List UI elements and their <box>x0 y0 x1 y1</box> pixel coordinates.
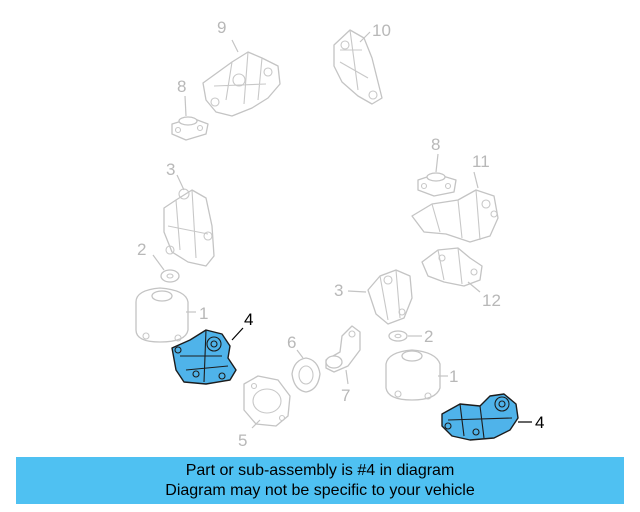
part-3-bracket-left <box>163 188 215 267</box>
callout-4-right: 4 <box>535 413 544 432</box>
part-8-mount-right <box>417 172 457 197</box>
callout-10: 10 <box>372 21 391 40</box>
part-8-mount-left <box>171 116 209 141</box>
callout-5: 5 <box>238 431 247 450</box>
callout-3-right: 3 <box>334 281 343 300</box>
callout-2-left: 2 <box>137 240 146 259</box>
part-4-mount-highlighted-left[interactable] <box>171 329 237 385</box>
part-2-washer-right <box>388 330 408 342</box>
part-10-bracket <box>333 29 383 105</box>
callout-9: 9 <box>217 18 226 37</box>
part-12-bracket <box>421 247 483 287</box>
info-banner: Part or sub-assembly is #4 in diagram Di… <box>16 457 624 504</box>
callout-1-left: 1 <box>199 304 208 323</box>
part-5-plate <box>243 375 291 427</box>
callout-7: 7 <box>341 386 350 405</box>
part-1-mount-right <box>385 349 441 401</box>
callout-4-left: 4 <box>244 310 253 329</box>
part-11-bracket <box>411 189 499 243</box>
banner-line-1: Part or sub-assembly is #4 in diagram <box>185 461 455 479</box>
part-6-round-mount <box>291 357 321 393</box>
part-4-mount-highlighted-right[interactable] <box>441 393 519 441</box>
callout-8-right: 8 <box>431 135 440 154</box>
callout-1-right: 1 <box>449 367 458 386</box>
part-2-washer-left <box>160 269 180 283</box>
part-7-bracket <box>325 325 361 373</box>
callout-8-left: 8 <box>177 77 186 96</box>
part-3-bracket-right <box>367 269 413 325</box>
part-1-mount-left <box>135 287 189 343</box>
callout-3-left: 3 <box>166 160 175 179</box>
callout-12: 12 <box>482 291 501 310</box>
banner-line-2: Diagram may not be specific to your vehi… <box>165 481 475 499</box>
callout-2-right: 2 <box>424 327 433 346</box>
callout-6: 6 <box>287 333 296 352</box>
callout-11: 11 <box>472 152 490 171</box>
part-9-bracket <box>202 51 281 117</box>
